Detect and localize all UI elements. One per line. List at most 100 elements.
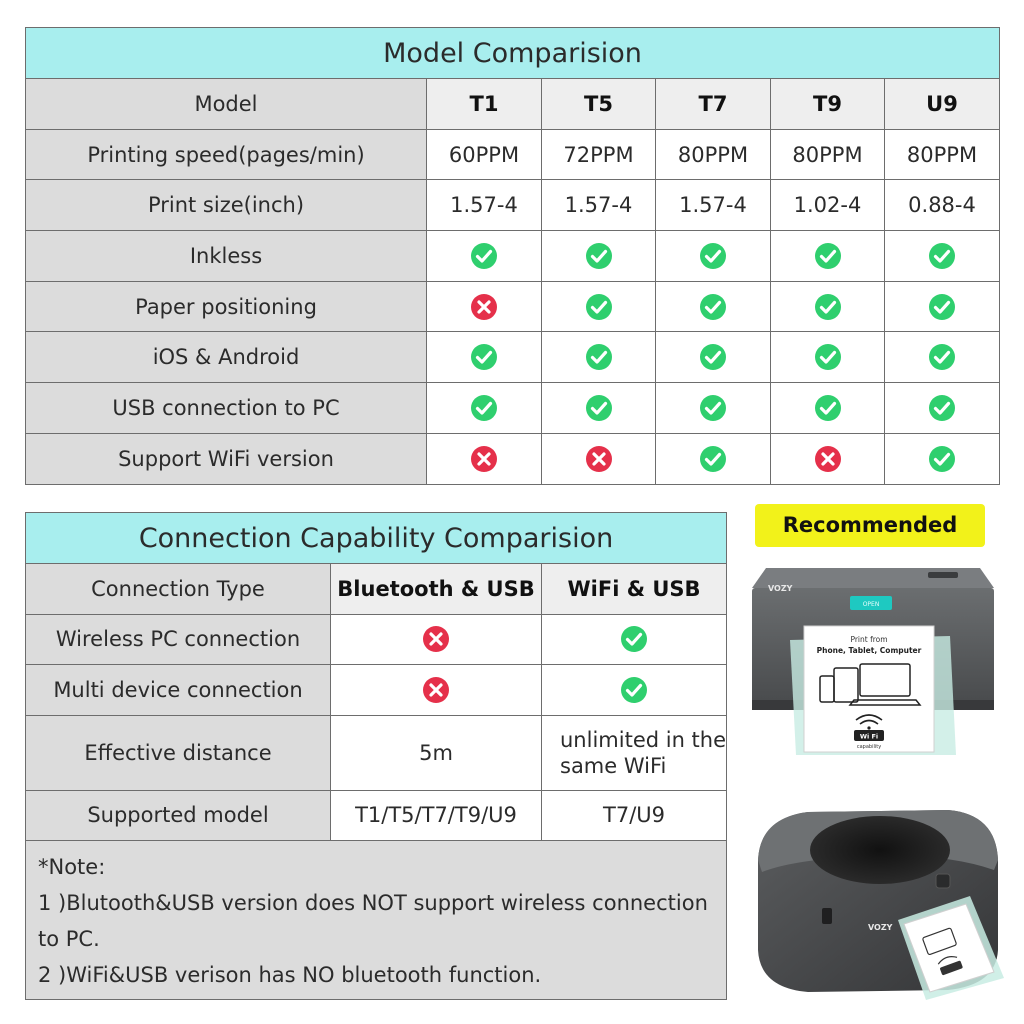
model-cell-t1 (426, 331, 542, 384)
model-cell-t1: 1.57-4 (426, 179, 542, 232)
model-header-t9: T9 (770, 78, 885, 130)
cross-icon (470, 445, 498, 473)
check-icon (470, 242, 498, 270)
connection-cell-wifi-usb (540, 613, 728, 665)
model-row-label: USB connection to PC (25, 382, 427, 434)
note-item-1: 1 )Blutooth&USB version does NOT support… (38, 891, 708, 951)
connection-cell-bluetooth-usb (330, 664, 542, 716)
label-text-line2: Phone, Tablet, Computer (817, 646, 922, 655)
model-row-label: Paper positioning (25, 280, 427, 333)
check-icon (699, 394, 727, 422)
model-cell-t9 (770, 280, 885, 333)
wifi-caption: capability (857, 744, 881, 750)
open-button-icon (850, 596, 892, 610)
model-cell-t7: 80PPM (655, 128, 771, 181)
model-row-label: Inkless (25, 230, 427, 282)
model-cell-t7: 1.57-4 (655, 179, 771, 232)
side-port (822, 908, 832, 924)
model-header-t7: T7 (655, 78, 771, 130)
cross-icon (422, 625, 450, 653)
model-cell-t9: 1.02-4 (770, 179, 885, 232)
model-cell-t9 (770, 432, 885, 485)
model-cell-t9 (770, 382, 885, 434)
model-row: Inkless (25, 230, 1001, 282)
model-cell-t7 (655, 331, 771, 384)
model-cell-u9 (883, 331, 1001, 384)
printer-brand: VOZY (868, 923, 893, 932)
model-cell-t1 (426, 280, 542, 333)
printer-lid-window (810, 816, 950, 884)
model-cell-t5: 1.57-4 (541, 179, 656, 232)
note-box: *Note: 1 )Blutooth&USB version does NOT … (24, 840, 728, 1000)
check-icon (620, 676, 648, 704)
check-icon (699, 343, 727, 371)
connection-header-bluetooth-usb: Bluetooth & USB (330, 563, 542, 615)
cross-icon (585, 445, 613, 473)
model-header-label: Model (25, 78, 427, 130)
model-cell-u9 (883, 432, 1001, 485)
power-button-icon (935, 873, 951, 889)
devices-icon (819, 663, 922, 706)
model-header-u9: U9 (883, 78, 1001, 130)
model-header-t1: T1 (426, 78, 542, 130)
printer-brand: VOZY (768, 584, 793, 593)
connection-cell-bluetooth-usb (330, 613, 542, 665)
connection-comparison-table: Connection Capability Comparision Connec… (24, 512, 728, 1000)
connection-cell-wifi-usb (540, 664, 728, 716)
connection-row: Wireless PC connection (25, 613, 728, 665)
note-heading: *Note: (38, 855, 106, 879)
model-cell-u9 (883, 382, 1001, 434)
connection-row-label: Multi device connection (25, 664, 331, 716)
model-row-label: Printing speed(pages/min) (25, 128, 427, 181)
model-cell-t1 (426, 230, 542, 282)
check-icon (814, 343, 842, 371)
check-icon (928, 343, 956, 371)
model-cell-t1 (426, 432, 542, 485)
model-cell-t9 (770, 331, 885, 384)
model-row: iOS & Android (25, 331, 1001, 384)
model-row: Support WiFi version (25, 432, 1001, 485)
square-label-printer-image: VOZY (758, 810, 1004, 1000)
check-icon (928, 293, 956, 321)
model-cell-t7 (655, 382, 771, 434)
model-cell-u9 (883, 280, 1001, 333)
check-icon (928, 445, 956, 473)
connection-cell-wifi-usb: unlimited in the same WiFi (540, 714, 728, 791)
model-cell-u9: 80PPM (883, 128, 1001, 181)
connection-table-title: Connection Capability Comparision (24, 512, 728, 564)
note-item-2: 2 )WiFi&USB verison has NO bluetooth fun… (38, 963, 542, 987)
check-icon (585, 242, 613, 270)
check-icon (699, 293, 727, 321)
cross-icon (422, 676, 450, 704)
model-cell-t5 (541, 432, 656, 485)
model-cell-t7 (655, 230, 771, 282)
model-row: USB connection to PC (25, 382, 1001, 434)
connection-row-label: Effective distance (25, 714, 331, 791)
check-icon (814, 242, 842, 270)
model-cell-t5: 72PPM (541, 128, 656, 181)
model-cell-u9: 0.88-4 (883, 179, 1001, 232)
model-cell-t5 (541, 230, 656, 282)
check-icon (585, 293, 613, 321)
wifi-badge-text: Wi Fi (860, 733, 878, 741)
connection-header-label: Connection Type (25, 563, 331, 615)
model-comparison-table: Model Comparision Model T1 T5 T7 T9 U9 P… (24, 27, 1001, 485)
model-cell-t9 (770, 230, 885, 282)
label-text-line1: Print from (850, 635, 887, 644)
check-icon (928, 394, 956, 422)
cross-icon (470, 293, 498, 321)
check-icon (928, 242, 956, 270)
connection-row-label: Supported model (25, 789, 331, 841)
model-cell-t1 (426, 382, 542, 434)
check-icon (470, 394, 498, 422)
connection-cell-wifi-usb: T7/U9 (540, 789, 728, 841)
check-icon (470, 343, 498, 371)
model-cell-u9 (883, 230, 1001, 282)
model-cell-t7 (655, 280, 771, 333)
